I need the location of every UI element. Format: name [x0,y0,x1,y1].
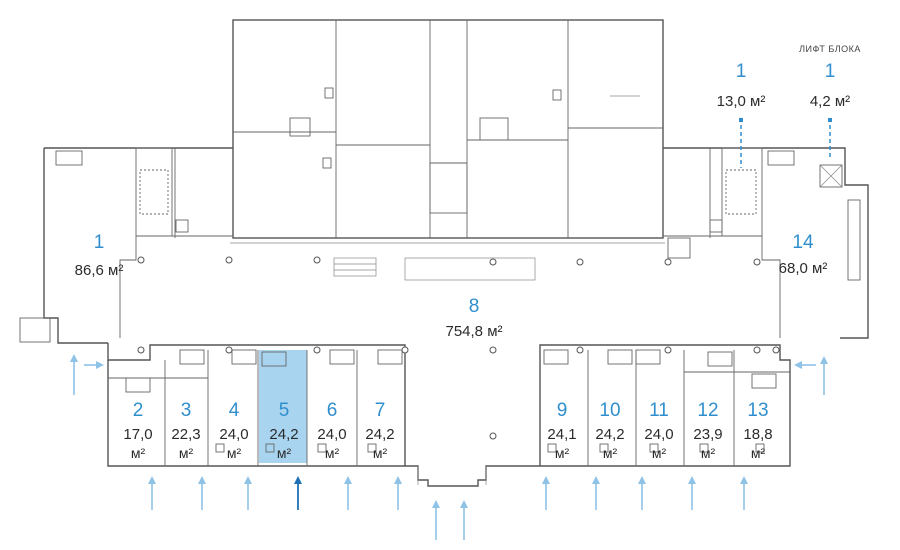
shop-partitions [108,349,790,466]
svg-text:14: 14 [792,232,814,253]
unit-1c[interactable]: 1 4,2 м² [810,61,850,110]
lift-label: ЛИФТ БЛОКА [799,44,861,54]
unit-14[interactable]: 14 68,0 м² [779,232,828,277]
entrance-arrow-head [244,476,252,484]
svg-text:м²: м² [603,445,618,461]
unit-6[interactable]: 6 24,0 м² [317,400,346,461]
svg-text:м²: м² [555,445,570,461]
entrance-arrow-head [740,476,748,484]
svg-text:1: 1 [94,232,105,253]
svg-text:24,2: 24,2 [365,426,394,443]
entrance-arrow-head [70,354,78,362]
svg-text:м²: м² [652,445,667,461]
pointer-marker [739,118,743,122]
right-wing-walls [663,147,869,339]
entrance-arrow-head [794,361,802,369]
entrance-arrow-head [638,476,646,484]
central-hall-walls [107,237,791,487]
svg-text:24,0: 24,0 [317,426,346,443]
svg-text:22,3: 22,3 [171,426,200,443]
svg-text:1: 1 [736,61,747,82]
entrance-arrow-head [460,500,468,508]
entrance-arrows [70,354,828,540]
svg-text:8: 8 [469,296,480,317]
svg-text:4: 4 [229,400,240,421]
unit-12[interactable]: 12 23,9 м² [693,400,722,461]
entrance-arrow-head [820,356,828,364]
entrance-arrow-head [198,476,206,484]
svg-text:86,6 м²: 86,6 м² [75,262,124,279]
svg-text:18,8: 18,8 [743,426,772,443]
svg-text:24,2: 24,2 [595,426,624,443]
unit-10[interactable]: 10 24,2 м² [595,400,624,461]
unit-5[interactable]: 5 24,2 м² [269,400,298,461]
svg-text:м²: м² [751,445,766,461]
svg-text:м²: м² [277,445,292,461]
entrance-arrow-head [148,476,156,484]
svg-text:10: 10 [599,400,620,421]
unit-1a[interactable]: 1 86,6 м² [75,232,124,279]
entrance-arrow-head [592,476,600,484]
svg-text:м²: м² [131,445,146,461]
entrance-arrow-head [394,476,402,484]
unit-1b[interactable]: 1 13,0 м² [717,61,766,110]
svg-text:4,2 м²: 4,2 м² [810,93,850,110]
svg-text:24,0: 24,0 [644,426,673,443]
unit-13[interactable]: 13 18,8 м² [743,400,772,461]
svg-text:24,1: 24,1 [547,426,576,443]
entrance-arrow-head [344,476,352,484]
left-wing-walls [19,147,233,344]
unit-7[interactable]: 7 24,2 м² [365,400,394,461]
entrance-arrow-head [96,361,104,369]
svg-text:м²: м² [701,445,716,461]
svg-text:24,2: 24,2 [269,426,298,443]
entrance-arrow-head [688,476,696,484]
svg-text:м²: м² [325,445,340,461]
svg-text:23,9: 23,9 [693,426,722,443]
svg-text:17,0: 17,0 [123,426,152,443]
unit-2[interactable]: 2 17,0 м² [123,400,152,461]
unit-9[interactable]: 9 24,1 м² [547,400,576,461]
svg-text:13,0 м²: 13,0 м² [717,93,766,110]
upper-block-walls [232,19,664,239]
svg-text:5: 5 [279,400,290,421]
columns [137,256,780,440]
svg-text:9: 9 [557,400,568,421]
svg-text:м²: м² [227,445,242,461]
svg-text:7: 7 [375,400,386,421]
svg-text:68,0 м²: 68,0 м² [779,260,828,277]
entrance-arrow-head [294,476,302,484]
svg-text:12: 12 [697,400,718,421]
unit-4[interactable]: 4 24,0 м² [219,400,248,461]
svg-text:11: 11 [649,400,669,421]
svg-text:2: 2 [133,400,144,421]
entrance-arrow-head [432,500,440,508]
svg-text:6: 6 [327,400,338,421]
unit-11[interactable]: 11 24,0 м² [644,400,673,461]
unit-8[interactable]: 8 754,8 м² [445,296,502,340]
entrance-arrow-head [542,476,550,484]
svg-text:754,8 м²: 754,8 м² [445,323,502,340]
svg-text:24,0: 24,0 [219,426,248,443]
svg-text:3: 3 [181,400,192,421]
svg-text:м²: м² [373,445,388,461]
unit-3[interactable]: 3 22,3 м² [171,400,200,461]
svg-text:м²: м² [179,445,194,461]
svg-text:1: 1 [825,61,836,82]
svg-text:13: 13 [747,400,768,421]
pointer-marker [828,118,832,122]
